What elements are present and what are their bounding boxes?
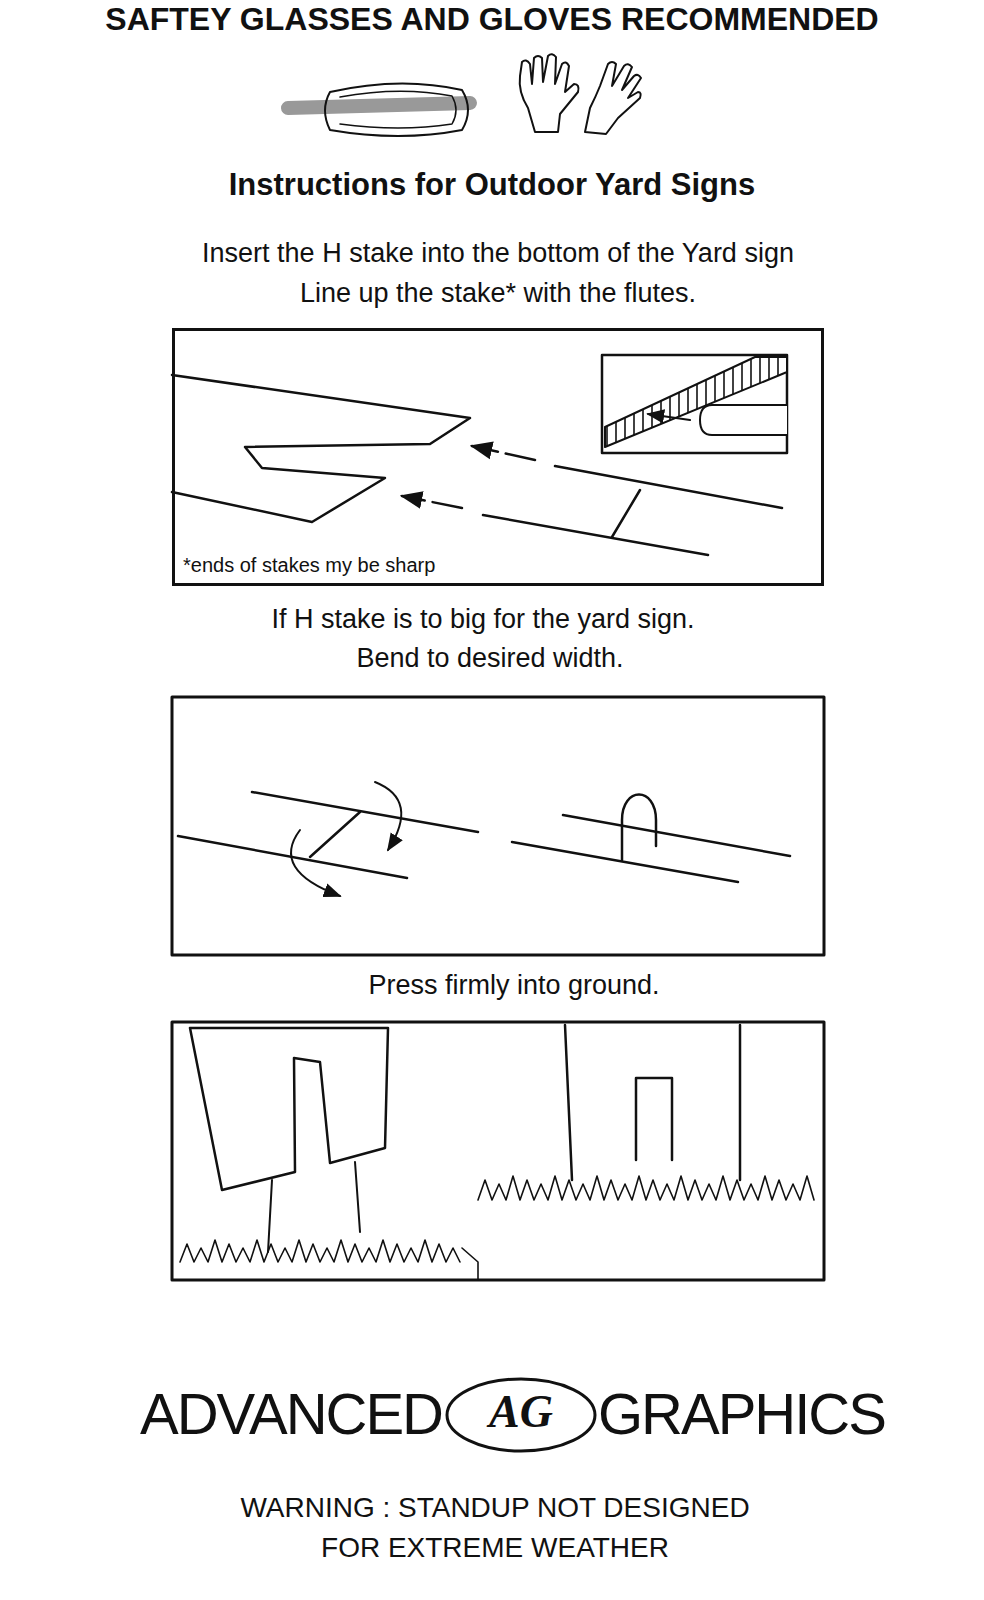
brand-word: GRAPHICS: [598, 1381, 978, 1448]
bend-stake: [178, 782, 790, 896]
instruction-text: Bend to desired width.: [0, 643, 980, 674]
gloves-icon: [520, 54, 641, 134]
instruction-text: If H stake is to big for the yard sign.: [0, 604, 966, 635]
footnote: *ends of stakes my be sharp: [181, 554, 437, 577]
logo-initials: AG: [451, 1386, 591, 1439]
panel-frame: [172, 697, 824, 955]
instruction-panel: *ends of stakes my be sharp: [172, 328, 824, 586]
instruction-text: Line up the stake* with the flutes.: [0, 278, 984, 309]
instruction-text: Insert the H stake into the bottom of th…: [0, 238, 984, 269]
warning-text: WARNING : STANDUP NOT DESIGNED: [0, 1492, 984, 1524]
instruction-text: Press firmly into ground.: [0, 970, 984, 1001]
section-title: Instructions for Outdoor Yard Signs: [0, 167, 984, 203]
sign-in-ground: [180, 1025, 814, 1280]
goggles-icon: [288, 83, 470, 136]
safety-banner: SAFTEY GLASSES AND GLOVES RECOMMENDED: [0, 1, 984, 38]
logo-oval: [447, 1379, 595, 1451]
sign-and-stake: [172, 355, 787, 555]
panel-frame: [172, 1022, 824, 1280]
brand-word: ADVANCED: [0, 1381, 442, 1448]
warning-text: FOR EXTREME WEATHER: [0, 1532, 984, 1564]
